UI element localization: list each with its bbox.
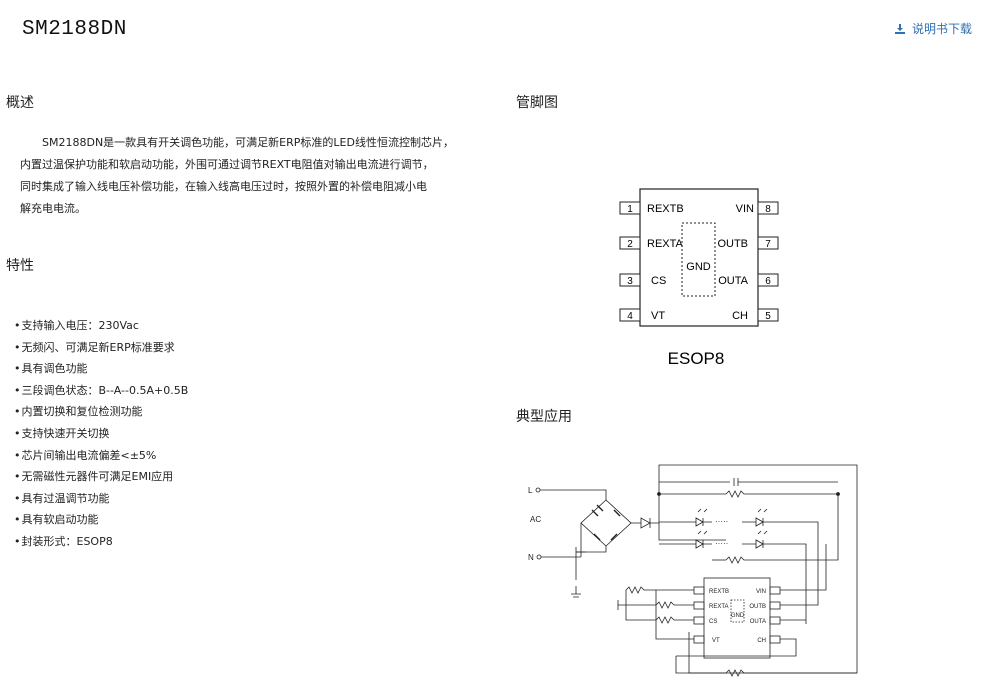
ground-symbol	[617, 600, 626, 610]
feature-item: 支持快速开关切换	[14, 423, 188, 445]
line-terminal	[535, 487, 541, 493]
ch-wire	[676, 638, 797, 657]
svg-text:CH: CH	[757, 638, 766, 644]
feature-item: 具有调色功能	[14, 358, 188, 380]
download-label: 说明书下载	[911, 22, 972, 36]
bus-lower	[658, 523, 726, 541]
package-label: ESOP8	[668, 349, 725, 368]
cs-resistor	[625, 590, 694, 624]
svg-text:REXTB: REXTB	[709, 589, 729, 595]
application-circuit: L AC N ····· ·····	[528, 464, 858, 677]
svg-text:3: 3	[627, 276, 633, 287]
feature-item: 三段调色状态：B--A--0.5A+0.5B	[14, 380, 189, 402]
download-icon	[894, 23, 905, 34]
gnd-label: GND	[686, 261, 711, 273]
bridge-rectifier	[540, 489, 632, 598]
svg-text:1: 1	[627, 204, 633, 215]
svg-text:·····: ·····	[715, 517, 728, 526]
features-list: 支持输入电压：230Vac 无频闪、可满足新ERP标准要求 具有调色功能 三段调…	[14, 315, 189, 553]
feature-item: 内置切换和复位检测功能	[14, 401, 188, 423]
svg-text:4: 4	[627, 311, 633, 322]
rexta-resistor	[626, 601, 694, 609]
left-pin-1: 1 REXTB	[619, 201, 684, 215]
manual-download-link[interactable]: 说明书下载	[894, 20, 972, 37]
feature-item: 具有软启动功能	[14, 509, 188, 531]
feature-item: 具有过温调节功能	[14, 488, 188, 510]
svg-text:VIN: VIN	[736, 203, 754, 215]
vt-wire	[655, 589, 694, 640]
svg-text:8: 8	[765, 204, 771, 215]
svg-text:REXTA: REXTA	[709, 604, 729, 610]
svg-text:GND: GND	[731, 613, 745, 619]
overview-heading: 概述	[6, 95, 34, 111]
left-pin-3: 3 CS	[619, 273, 666, 287]
svg-text:OUTA: OUTA	[750, 619, 766, 625]
svg-text:VT: VT	[712, 638, 720, 644]
left-pin-4: 4 VT	[619, 308, 665, 322]
overview-line: SM2188DN是一款具有开关调色功能，可满足新ERP标准的LED线性恒流控制芯…	[42, 136, 454, 149]
pinout-diagram: GND 1 REXTB 2 REXTA 3 CS 4 VT 8 VIN 7 OU…	[619, 188, 779, 368]
neutral-terminal-label: N	[528, 553, 534, 562]
feature-item: 支持输入电压：230Vac	[14, 315, 188, 337]
feature-item: 封装形式：ESOP8	[14, 531, 188, 553]
svg-text:·····: ·····	[715, 539, 728, 548]
svg-text:CS: CS	[651, 275, 666, 287]
output-diode	[631, 517, 659, 529]
driver-ic: GND REXTB REXTA CS VT VIN OUTB OUTA CH	[693, 577, 781, 659]
node-dot	[657, 492, 661, 496]
right-pin-6: 6 OUTA	[718, 273, 779, 287]
overview-paragraph: SM2188DN是一款具有开关调色功能，可满足新ERP标准的LED线性恒流控制芯…	[6, 132, 476, 220]
right-pin-5: 5 CH	[732, 308, 779, 322]
top-resistor	[659, 490, 838, 498]
gnd-pad	[681, 222, 716, 297]
overview-line: 内置过温保护功能和软启动功能，外围可通过调节REXT电阻值对输出电流进行调节，	[20, 158, 434, 171]
overview-line: 解充电电流。	[20, 202, 86, 215]
svg-text:OUTB: OUTB	[749, 604, 766, 610]
chip-body	[639, 188, 759, 327]
rextb-resistor	[625, 586, 656, 594]
mid-resistor	[725, 494, 839, 564]
neutral-terminal	[536, 554, 542, 560]
svg-text:REXTB: REXTB	[647, 203, 684, 215]
bottom-resistor	[675, 656, 857, 677]
outb-wire	[780, 580, 819, 606]
vin-wire	[780, 544, 827, 591]
overview-line: 同时集成了输入线电压补偿功能，在输入线高电压过时，按照外置的补偿电阻减小电	[20, 180, 427, 193]
right-pin-8: 8 VIN	[736, 201, 779, 215]
pinout-heading: 管脚图	[516, 95, 558, 111]
page-title: SM2188DN	[22, 18, 127, 41]
led-string-upper: ·····	[659, 508, 819, 580]
svg-text:OUTB: OUTB	[717, 238, 748, 250]
svg-text:OUTA: OUTA	[718, 275, 748, 287]
left-pin-2: 2 REXTA	[619, 236, 684, 250]
top-capacitor	[659, 478, 838, 486]
line-terminal-label: L	[528, 486, 533, 495]
svg-text:7: 7	[765, 239, 771, 250]
svg-text:REXTA: REXTA	[647, 238, 684, 250]
svg-text:CS: CS	[709, 619, 717, 625]
right-pin-7: 7 OUTB	[717, 236, 779, 250]
svg-text:VIN: VIN	[756, 589, 766, 595]
svg-text:6: 6	[765, 276, 771, 287]
outer-bus	[658, 464, 858, 674]
svg-text:VT: VT	[651, 310, 665, 322]
svg-text:2: 2	[627, 239, 633, 250]
feature-item: 无需磁性元器件可满足EMI应用	[14, 466, 188, 488]
feature-item: 芯片间输出电流偏差<±5%	[14, 445, 188, 467]
svg-text:CH: CH	[732, 310, 748, 322]
ac-label: AC	[530, 515, 541, 524]
features-heading: 特性	[6, 258, 34, 274]
led-string-lower: ·····	[659, 530, 807, 624]
svg-text:5: 5	[765, 311, 771, 322]
feature-item: 无频闪、可满足新ERP标准要求	[14, 337, 188, 359]
application-heading: 典型应用	[516, 409, 572, 425]
